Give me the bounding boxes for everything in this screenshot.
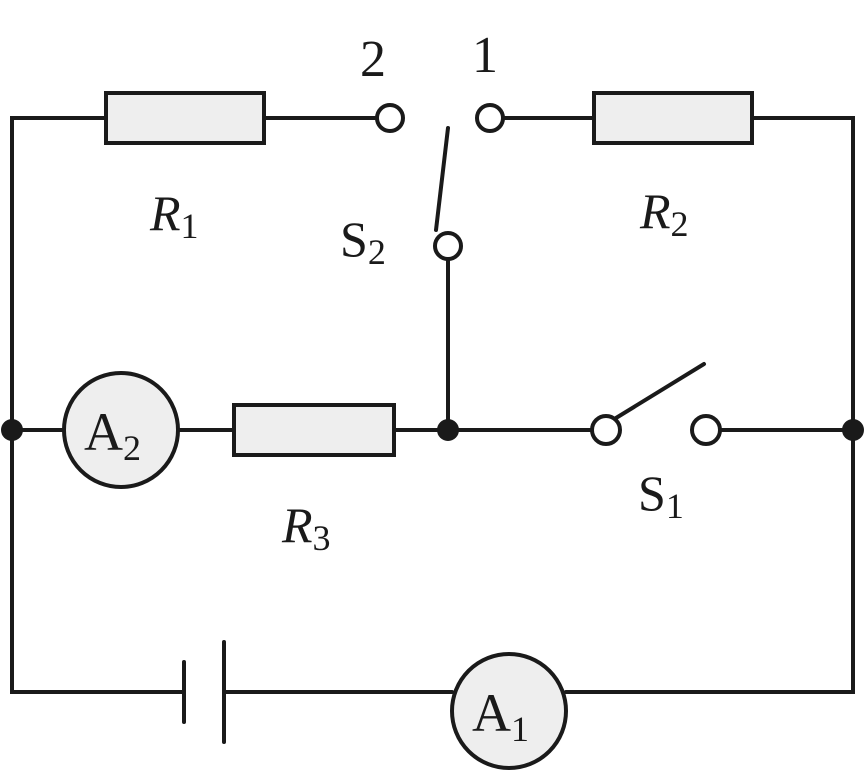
- resistor-r1: [104, 91, 266, 145]
- switch-s1-terminal-right: [690, 414, 722, 446]
- terminal-label-1: 1: [472, 27, 498, 84]
- switch-s1-blade: [614, 362, 706, 420]
- switch-s2-terminal-2: [375, 103, 405, 133]
- switch-s2-blade: [434, 126, 450, 232]
- ammeter-a1: A1: [450, 652, 568, 770]
- ammeter-a2-body: [62, 371, 180, 489]
- label-s2: S2: [340, 211, 386, 272]
- label-r2: R2: [639, 183, 689, 244]
- wire-left-top: [10, 116, 108, 432]
- junction-left: [1, 419, 23, 441]
- switch-s2: [375, 103, 505, 261]
- resistor-r2: [592, 91, 754, 145]
- ammeter-a1-body: [450, 652, 568, 770]
- wire-right-top: [750, 116, 855, 432]
- ammeter-a2: A2: [62, 371, 180, 489]
- resistor-r3: [232, 403, 396, 457]
- switch-s1-terminal-left: [590, 414, 622, 446]
- label-s1: S1: [638, 465, 684, 526]
- ammeter-a2-label: A2: [84, 402, 141, 468]
- terminal-label-2: 2: [360, 31, 386, 88]
- switch-s2-pivot: [433, 231, 463, 261]
- switch-s1: [590, 362, 722, 446]
- junction-middle: [437, 419, 459, 441]
- ammeter-a1-label: A1: [472, 683, 529, 749]
- wire-a1-right: [564, 428, 855, 694]
- battery: [182, 640, 226, 744]
- junction-right: [842, 419, 864, 441]
- switch-s2-terminal-1: [475, 103, 505, 133]
- wires: [10, 116, 855, 694]
- label-r1: R1: [149, 185, 199, 246]
- label-r3: R3: [281, 497, 331, 558]
- wire-left-bottom: [10, 428, 186, 694]
